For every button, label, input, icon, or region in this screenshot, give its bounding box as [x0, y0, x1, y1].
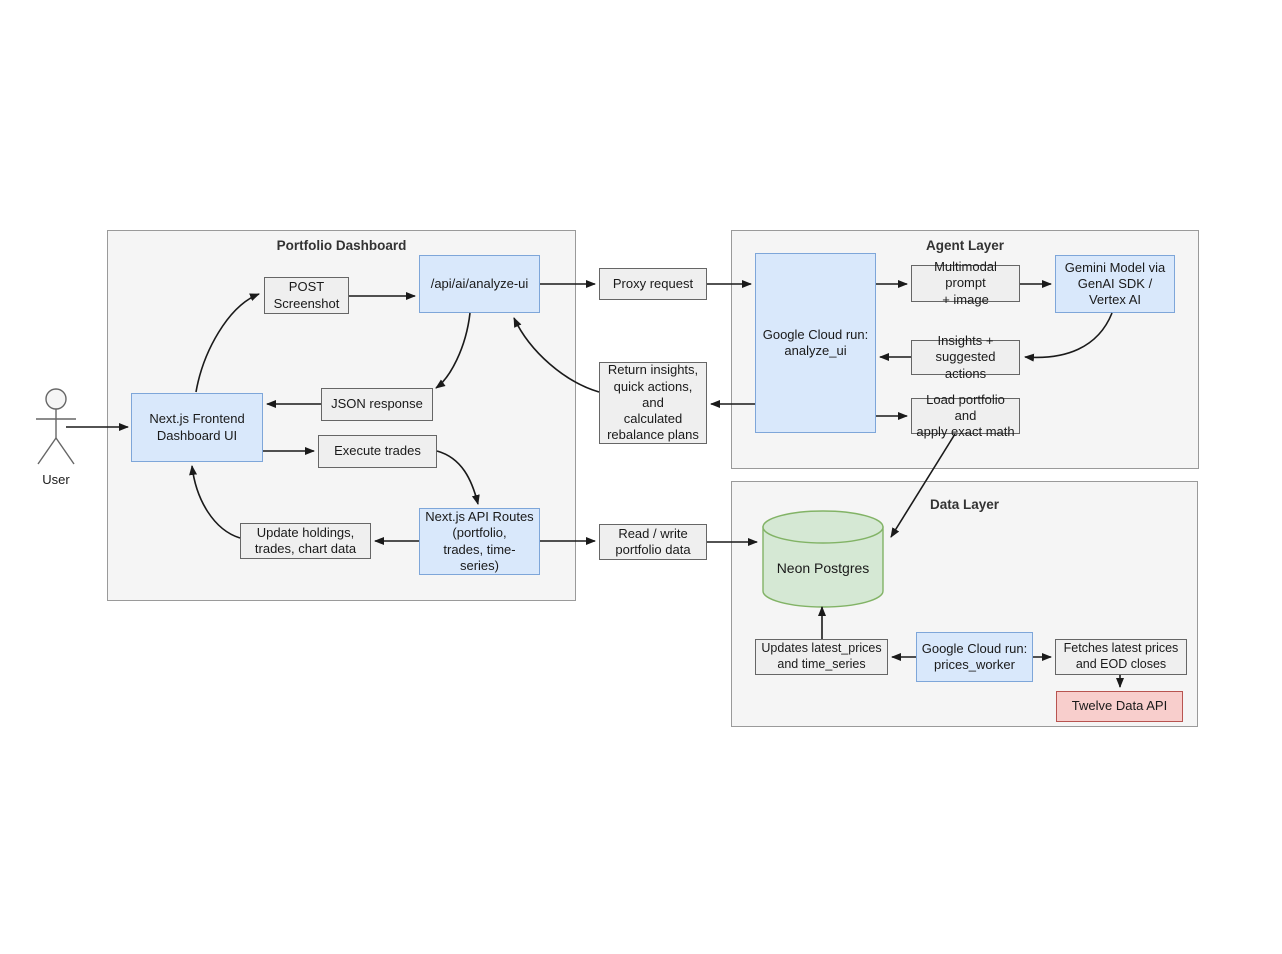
node-gemini-model[interactable]: Gemini Model via GenAI SDK / Vertex AI [1055, 255, 1175, 313]
node-nextjs-frontend[interactable]: Next.js Frontend Dashboard UI [131, 393, 263, 462]
node-return-insights[interactable]: Return insights, quick actions, and calc… [599, 362, 707, 444]
node-cloud-run-analyze-ui[interactable]: Google Cloud run: analyze_ui [755, 253, 876, 433]
node-neon-postgres-label: Neon Postgres [776, 560, 870, 576]
node-twelve-data-api-label: Twelve Data API [1071, 698, 1168, 714]
node-read-write-portfolio[interactable]: Read / write portfolio data [599, 524, 707, 560]
node-proxy-request[interactable]: Proxy request [599, 268, 707, 300]
node-load-portfolio-line2: apply exact math [916, 424, 1015, 440]
node-insights-line1: Insights + [937, 333, 994, 349]
node-updates-latest-prices[interactable]: Updates latest_prices and time_series [755, 639, 888, 675]
group-agent-layer-title: Agent Layer [925, 238, 1005, 253]
node-cloud-run-analyze-ui-line2: analyze_ui [784, 343, 847, 358]
node-post-screenshot-line2: Screenshot [273, 295, 340, 311]
node-fetches-line1: Fetches latest prices [1063, 641, 1179, 656]
node-analyze-ui-route[interactable]: /api/ai/analyze-ui [419, 255, 540, 313]
node-return-insights-line4: rebalance plans [607, 427, 699, 443]
node-update-holdings[interactable]: Update holdings, trades, chart data [240, 523, 371, 559]
node-proxy-request-label: Proxy request [612, 275, 694, 291]
node-insights-suggested-actions[interactable]: Insights + suggested actions [911, 333, 1020, 381]
node-updates-prices-line2: and time_series [777, 657, 866, 671]
node-multimodal-prompt[interactable]: Multimodal prompt + image [911, 259, 1020, 307]
node-json-response-label: JSON response [331, 396, 423, 412]
node-cloud-run-prices-worker[interactable]: Google Cloud run: prices_worker [916, 632, 1033, 682]
node-return-insights-line3: calculated [623, 411, 683, 427]
node-execute-trades-label: Execute trades [334, 443, 421, 459]
group-portfolio-dashboard-title: Portfolio Dashboard [276, 238, 407, 253]
node-cloud-run-analyze-ui-line1: Google Cloud run: [762, 326, 869, 342]
node-nextjs-api-routes[interactable]: Next.js API Routes (portfolio, trades, t… [419, 508, 540, 575]
node-load-portfolio-exact-math[interactable]: Load portfolio and apply exact math [911, 392, 1020, 439]
node-load-portfolio-line1: Load portfolio and [926, 391, 1005, 423]
node-prices-worker-line1: Google Cloud run: [921, 640, 1028, 656]
node-json-response[interactable]: JSON response [321, 388, 433, 421]
node-post-screenshot-line1: POST [288, 279, 325, 295]
node-execute-trades[interactable]: Execute trades [318, 435, 437, 468]
node-updates-prices-line1: Updates latest_prices [761, 641, 882, 656]
node-nextjs-frontend-line1: Next.js Frontend [149, 411, 245, 427]
node-post-screenshot[interactable]: POST Screenshot [264, 277, 349, 314]
node-nextjs-api-routes-line2: (portfolio, [452, 525, 507, 541]
node-nextjs-frontend-line2: Dashboard UI [156, 427, 238, 443]
node-neon-postgres-cylinder[interactable] [761, 509, 885, 609]
node-read-write-line1: Read / write [618, 525, 688, 541]
user-actor-label: User [42, 472, 70, 487]
node-fetches-latest-prices[interactable]: Fetches latest prices and EOD closes [1055, 639, 1187, 675]
node-gemini-model-line2: GenAI SDK / [1077, 275, 1153, 291]
node-gemini-model-line3: Vertex AI [1088, 292, 1142, 308]
node-return-insights-line1: Return insights, [607, 362, 699, 378]
node-twelve-data-api[interactable]: Twelve Data API [1056, 691, 1183, 722]
user-actor-icon [36, 388, 76, 465]
node-multimodal-prompt-line1: Multimodal prompt [934, 259, 997, 291]
node-fetches-line2: and EOD closes [1075, 657, 1167, 671]
node-update-holdings-line1: Update holdings, [256, 524, 355, 540]
node-nextjs-api-routes-line1: Next.js API Routes [425, 509, 534, 524]
node-prices-worker-line2: prices_worker [934, 657, 1015, 672]
node-gemini-model-line1: Gemini Model via [1064, 259, 1166, 275]
node-nextjs-api-routes-line3: trades, time-series) [443, 541, 516, 573]
node-multimodal-prompt-line2: + image [942, 291, 989, 307]
node-analyze-ui-route-label: /api/ai/analyze-ui [430, 275, 529, 291]
node-insights-line2: suggested actions [935, 349, 996, 381]
node-read-write-line2: portfolio data [615, 542, 691, 557]
node-update-holdings-line2: trades, chart data [254, 541, 357, 556]
node-return-insights-line2: quick actions, and [613, 378, 693, 410]
